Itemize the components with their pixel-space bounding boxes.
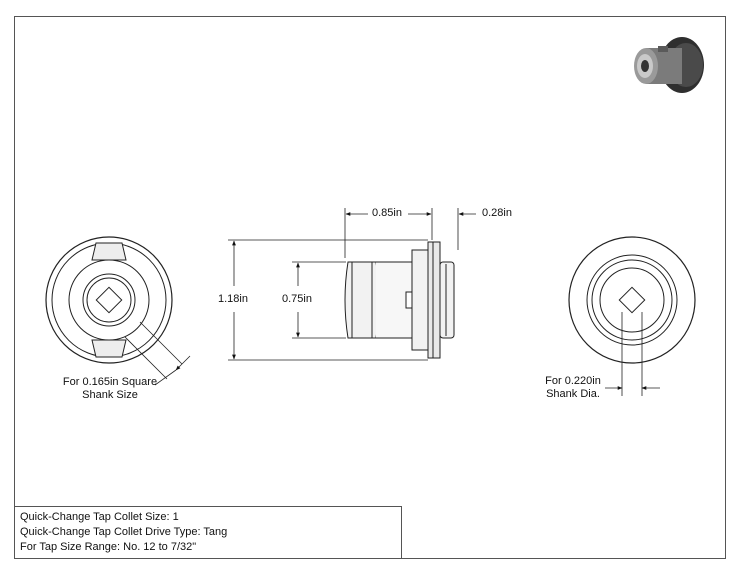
dim-overall-diameter: 1.18in bbox=[218, 293, 248, 305]
note-square-shank-line1: For 0.165in Square bbox=[62, 376, 158, 388]
spec-tap-size-range: For Tap Size Range: No. 12 to 7/32" bbox=[20, 541, 197, 553]
dim-pilot-length: 0.28in bbox=[482, 207, 512, 219]
dim-flange-width: 0.85in bbox=[372, 207, 402, 219]
sheet-border bbox=[14, 16, 726, 559]
spec-drive-type: Quick-Change Tap Collet Drive Type: Tang bbox=[20, 526, 228, 538]
note-shank-dia: For 0.220in Shank Dia. bbox=[540, 375, 606, 401]
title-block bbox=[14, 506, 402, 559]
note-square-shank: For 0.165in Square Shank Size bbox=[58, 376, 162, 402]
dimension-lines bbox=[228, 208, 476, 361]
front-view-square-end bbox=[45, 236, 191, 386]
note-shank-dia-line2: Shank Dia. bbox=[546, 388, 600, 400]
note-shank-dia-line1: For 0.220in bbox=[545, 375, 601, 387]
dim-body-diameter: 0.75in bbox=[282, 293, 312, 305]
side-view bbox=[344, 241, 455, 359]
note-square-shank-line2: Shank Size bbox=[82, 389, 138, 401]
end-view-round-shank bbox=[568, 236, 696, 396]
spec-collet-size: Quick-Change Tap Collet Size: 1 bbox=[20, 511, 179, 523]
isometric-preview bbox=[634, 37, 704, 93]
